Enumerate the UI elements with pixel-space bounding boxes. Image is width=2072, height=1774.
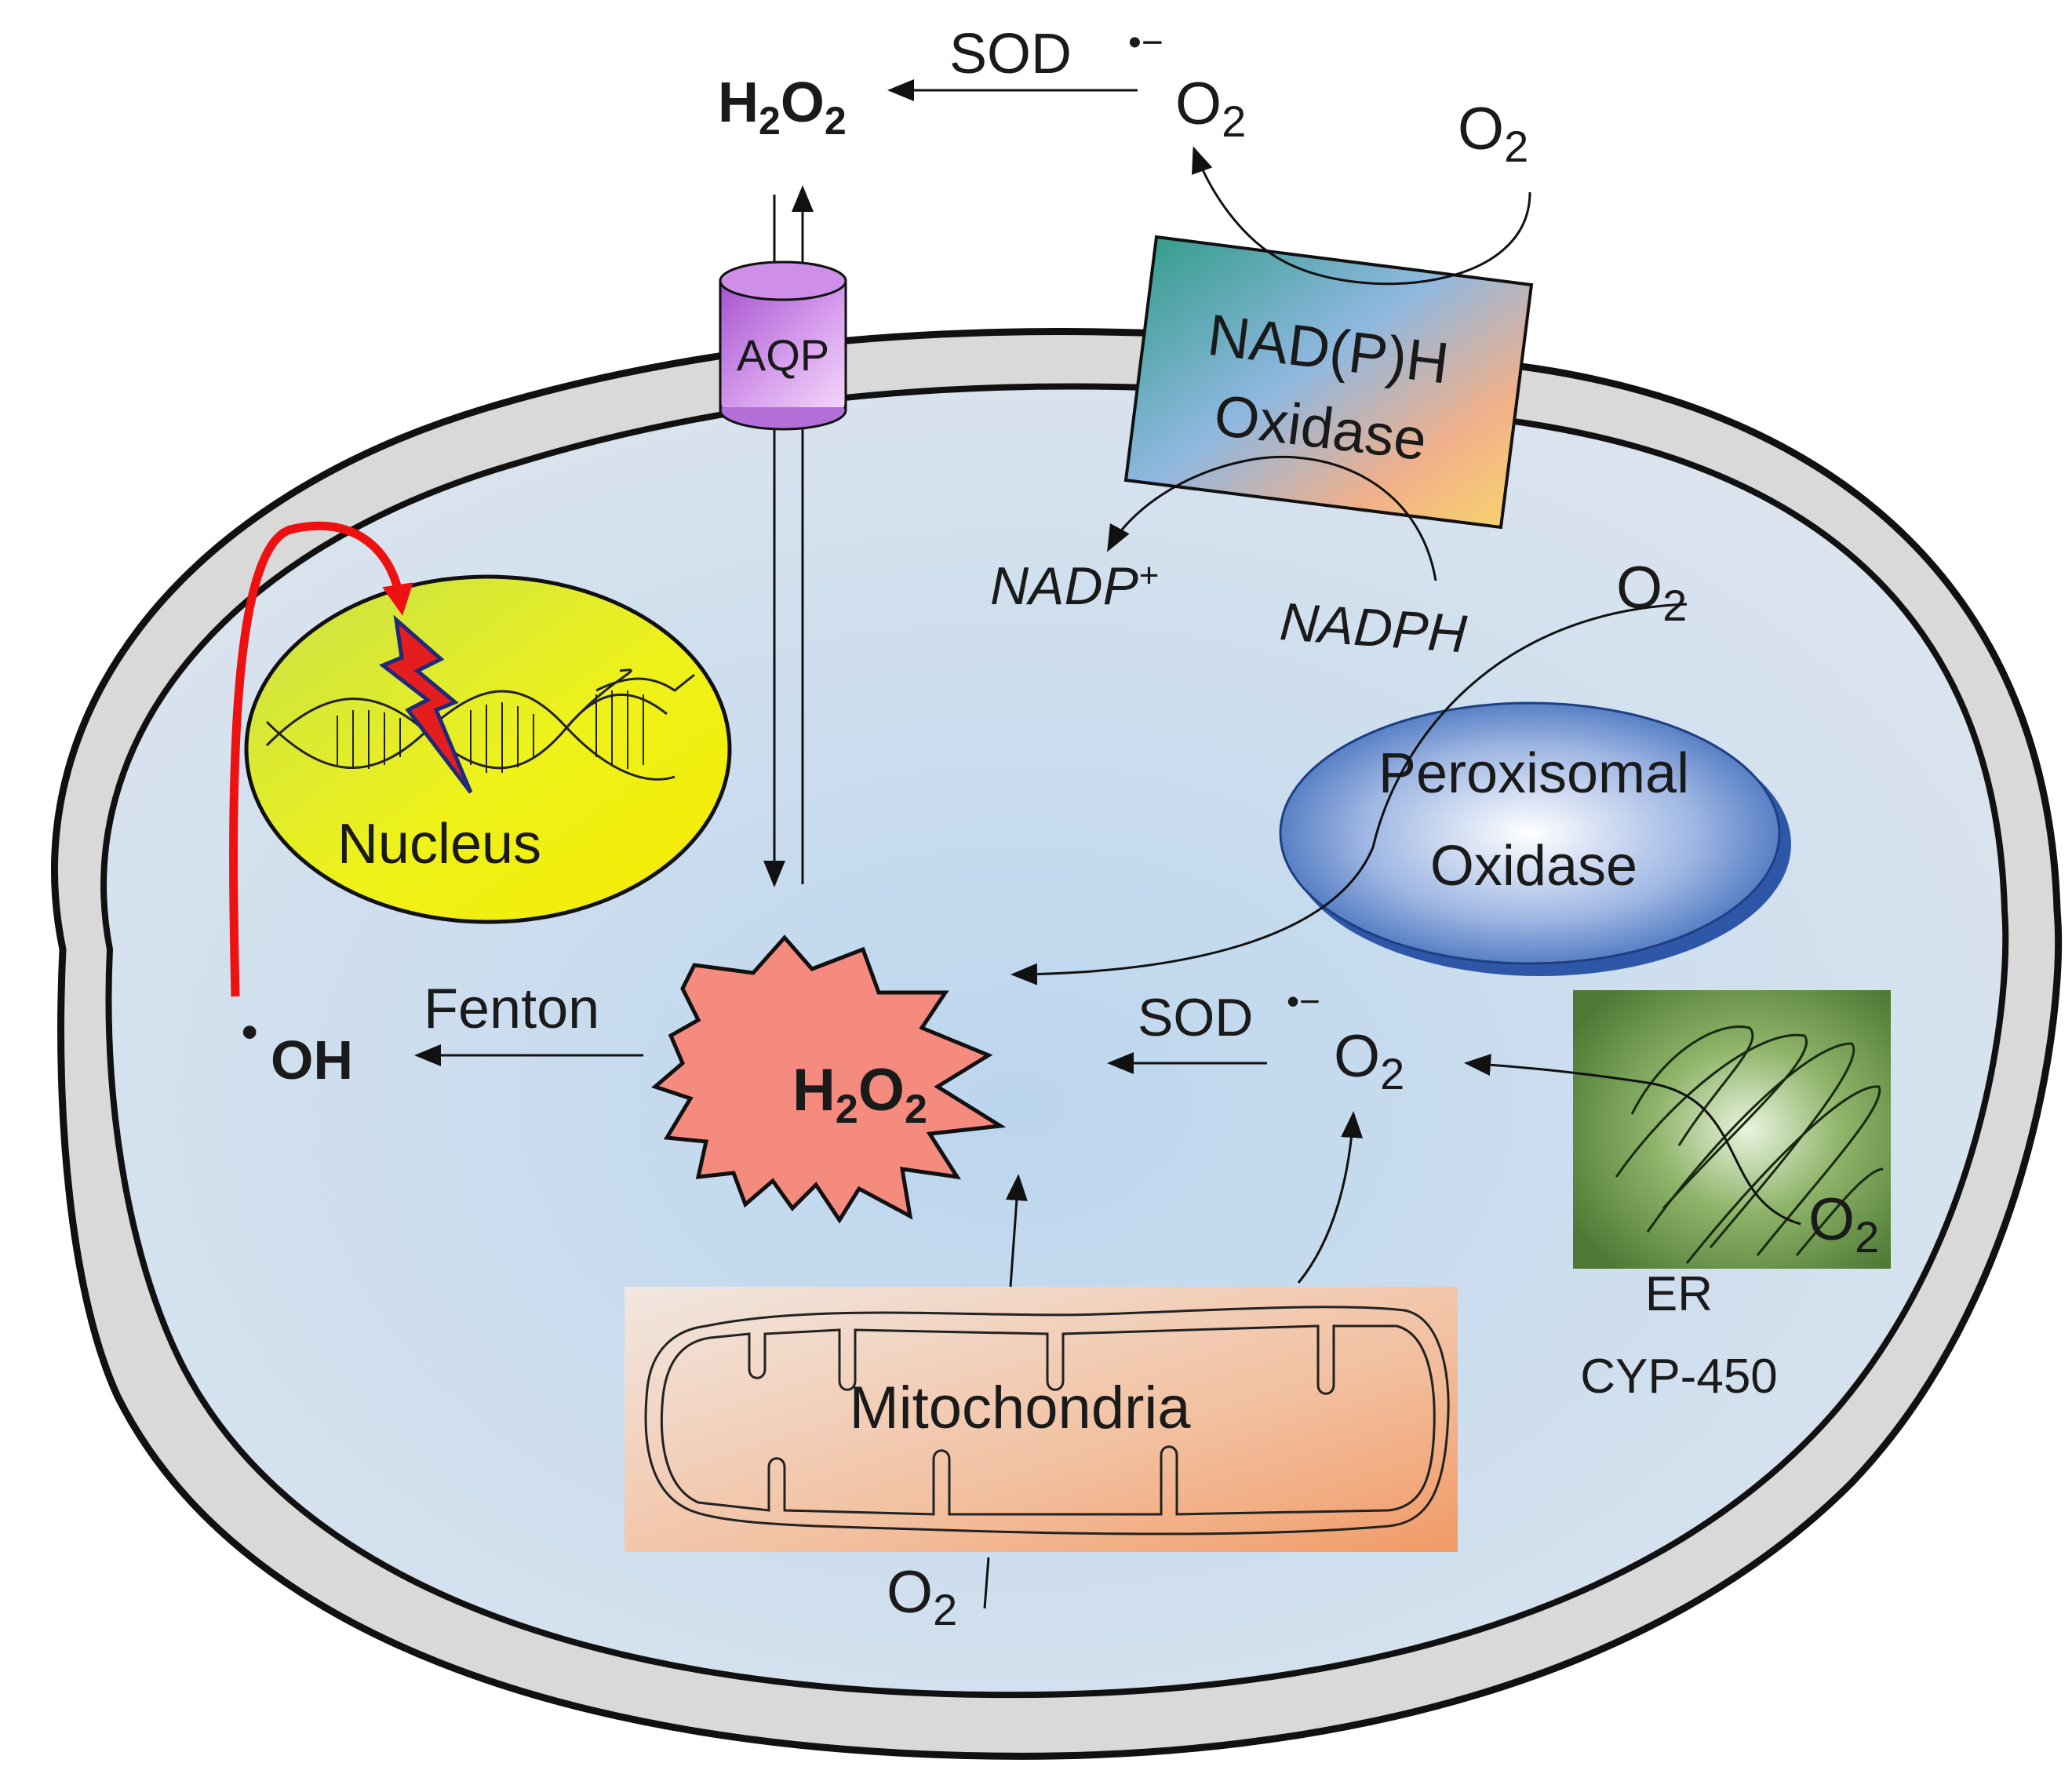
mito-to-h2o2-arrow	[1005, 1174, 1028, 1288]
nadph-oxidase: NAD(P)H Oxidase NADP+ NADPH	[990, 146, 1534, 665]
h2o2-top: H2O2	[718, 71, 847, 143]
mito-outer-membrane	[644, 1306, 1450, 1535]
h2o2-center: H2O2	[651, 934, 1007, 1224]
sod-top-label: SOD	[949, 23, 1072, 86]
superoxide-top: •− O2	[1128, 22, 1246, 146]
h2o2-burst	[651, 934, 1007, 1224]
aqp-channel: AQP	[719, 185, 847, 887]
aqp-cylinder	[719, 260, 847, 431]
o2-to-superoxide-curve	[1191, 146, 1531, 286]
superoxide-center: •− O2	[1287, 981, 1404, 1098]
oh-damage-arrow	[229, 521, 413, 997]
svg-text:NADP+: NADP+	[990, 556, 1159, 616]
mito-to-superoxide-curve	[1297, 1111, 1364, 1284]
svg-text:OH: OH	[271, 1029, 353, 1091]
er-cyp450: O2 ER CYP-450	[1464, 990, 1891, 1404]
svg-text:O2: O2	[1175, 71, 1246, 146]
nucleus-label: Nucleus	[337, 813, 541, 876]
nucleus: Nucleus	[244, 574, 732, 924]
lightning-bolt-icon	[379, 614, 473, 794]
sod-center-label: SOD	[1138, 988, 1253, 1047]
cyp450-label: CYP-450	[1580, 1350, 1778, 1404]
o2-mito-line	[983, 1557, 990, 1609]
nadp-plus-label: NADP+	[990, 556, 1159, 616]
svg-text:•−: •−	[1128, 22, 1163, 64]
perox-to-h2o2-curve	[1011, 603, 1688, 985]
hydroxyl-radical: • OH	[242, 1007, 353, 1091]
o2-top-right: O2	[1458, 96, 1528, 171]
svg-text:H2O2: H2O2	[792, 1057, 927, 1132]
nadph-label: NADPH	[1278, 592, 1469, 664]
mito-inner-membrane	[661, 1324, 1436, 1516]
er-to-superoxide-curve	[1464, 1054, 1801, 1226]
o2-er-label: O2	[1808, 1186, 1879, 1262]
svg-text:O2: O2	[1334, 1023, 1404, 1098]
svg-text:O2: O2	[1458, 96, 1528, 171]
center-sod-reaction: SOD •− O2	[1107, 981, 1404, 1098]
er-cisternae	[1615, 1025, 1884, 1264]
mitochondria-label: Mitochondria	[849, 1375, 1191, 1441]
nadph-oxidase-box	[1123, 235, 1534, 530]
fenton-label: Fenton	[424, 978, 599, 1040]
peroxisomal-oxidase: Peroxisomal Oxidase O2	[1011, 555, 1791, 985]
svg-text:O2: O2	[887, 1559, 957, 1634]
nucleus-shape	[244, 574, 732, 924]
perox-label-1: Peroxisomal	[1378, 742, 1689, 805]
aqp-label: AQP	[737, 330, 829, 380]
o2-mito-label: O2	[887, 1559, 957, 1634]
mitochondria: Mitochondria O2	[625, 1111, 1458, 1634]
nadph-to-nadp-curve	[1107, 455, 1437, 581]
perox-label-2: Oxidase	[1430, 835, 1637, 898]
svg-text:O2: O2	[1808, 1186, 1879, 1262]
dna-helix-icon	[265, 668, 695, 781]
er-label: ER	[1645, 1267, 1713, 1321]
svg-text:•: •	[242, 1007, 257, 1058]
top-reaction: SOD H2O2 •− O2 O2	[718, 22, 1528, 171]
fenton-reaction: Fenton • OH	[242, 978, 643, 1091]
svg-text:H2O2: H2O2	[718, 71, 847, 143]
svg-text:•−: •−	[1287, 981, 1320, 1022]
